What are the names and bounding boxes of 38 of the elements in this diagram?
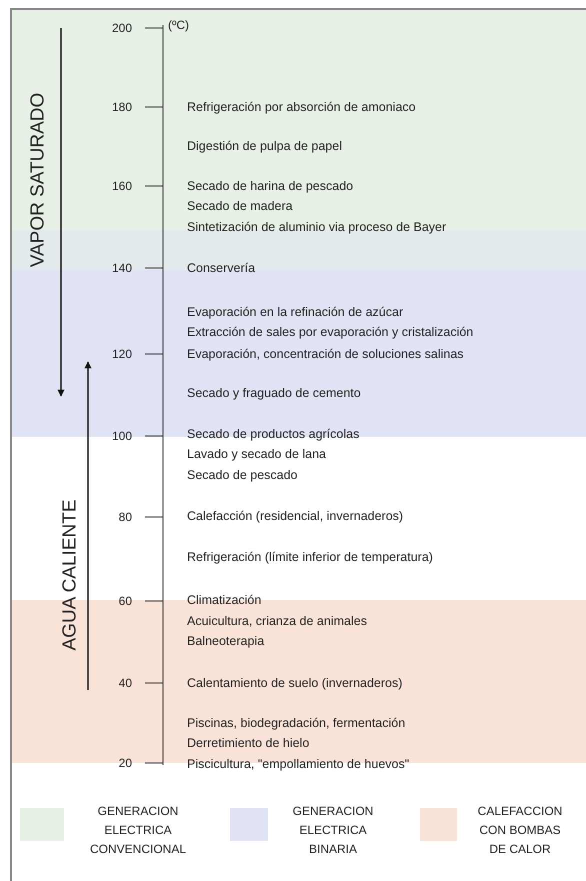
application-label: Sintetización de aluminio via proceso de Bayer: [187, 220, 446, 234]
application-label: Conservería: [187, 261, 256, 275]
application-label: Calentamiento de suelo (invernaderos): [187, 676, 402, 690]
application-label: Secado y fraguado de cemento: [187, 386, 361, 400]
tick-label: 40: [118, 676, 132, 690]
application-label: Refrigeración (límite inferior de temperatura): [187, 550, 433, 564]
legend-label: GENERACION ELECTRICA CONVENCIONAL: [90, 803, 186, 858]
tick-label: 160: [110, 179, 132, 193]
tick-label: 140: [110, 261, 132, 275]
tick-label: 180: [110, 100, 132, 114]
tick-label: 80: [118, 510, 132, 524]
unit-label: (ºC): [168, 18, 190, 32]
legend-label: CALEFACCION CON BOMBAS DE CALOR: [476, 803, 564, 858]
application-label: Derretimiento de hielo: [187, 736, 310, 750]
tick-label: 20: [118, 756, 132, 770]
application-label: Refrigeración por absorción de amoniaco: [187, 100, 416, 114]
application-label: Evaporación, concentración de soluciones salinas: [187, 347, 464, 361]
tick-label: 200: [110, 21, 132, 35]
application-label: Extracción de sales por evaporación y cristalización: [187, 325, 474, 339]
application-label: Secado de madera: [187, 199, 293, 213]
application-label: Climatización: [187, 593, 262, 607]
application-label: Calefacción (residencial, invernaderos): [187, 509, 404, 523]
fluid-label: VAPOR SATURADO: [28, 92, 48, 268]
tick-label: 60: [118, 594, 132, 608]
application-label: Secado de productos agrícolas: [187, 427, 360, 441]
application-label: Acuicultura, crianza de animales: [187, 614, 367, 628]
tick-label: 100: [110, 429, 132, 443]
application-label: Secado de pescado: [187, 468, 298, 482]
application-label: Piscicultura, "empollamiento de huevos": [187, 757, 410, 771]
application-label: Piscinas, biodegradación, fermentación: [187, 716, 406, 730]
fluid-label: AGUA CALIENTE: [60, 500, 80, 650]
application-label: Evaporación en la refinación de azúcar: [187, 305, 404, 319]
application-label: Balneoterapia: [187, 634, 264, 648]
legend-label: GENERACION ELECTRICA BINARIA: [292, 803, 374, 858]
application-label: Secado de harina de pescado: [187, 179, 354, 193]
tick-label: 120: [110, 347, 132, 361]
application-label: Digestión de pulpa de papel: [187, 139, 342, 153]
application-label: Lavado y secado de lana: [187, 447, 326, 461]
